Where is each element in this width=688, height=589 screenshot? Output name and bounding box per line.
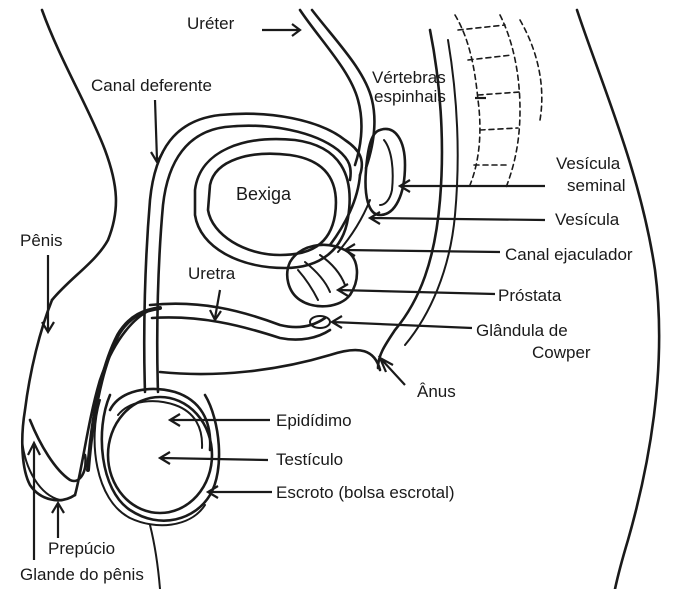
arrow-canal-ejaculador [345, 244, 500, 256]
testis [108, 397, 212, 513]
label-prostata: Próstata [498, 286, 561, 306]
label-testiculo: Testículo [276, 450, 343, 470]
foreskin-outline [22, 440, 60, 500]
arrow-ureter [262, 24, 300, 36]
ureter-inner [312, 10, 374, 168]
label-anus: Ânus [417, 382, 456, 402]
label-bexiga: Bexiga [236, 184, 291, 204]
spine-front [455, 15, 480, 185]
arrow-anus [380, 358, 405, 385]
prostate-detail [298, 255, 345, 300]
arrow-prepucio [52, 503, 64, 538]
label-glande: Glande do pênis [20, 565, 144, 585]
label-ureter: Uréter [187, 14, 234, 34]
vertebra-1 [458, 25, 505, 30]
label-escroto: Escroto (bolsa escrotal) [276, 483, 455, 503]
arrow-glande [28, 443, 40, 560]
label-vesicula-seminal-1: Vesícula [556, 154, 620, 174]
arrow-vesicula-seminal [400, 180, 545, 192]
arrow-uretra [210, 290, 221, 320]
label-epididimo: Epidídimo [276, 411, 352, 431]
bladder [208, 154, 336, 255]
arrow-escroto [208, 486, 272, 498]
pelvic-floor [160, 350, 380, 374]
scrotum-skin [95, 400, 205, 525]
seminal-vesicle-inner [380, 140, 393, 205]
arrow-testiculo [160, 452, 268, 464]
label-vesicula-seminal-2: seminal [567, 176, 626, 196]
label-prepucio: Prepúcio [48, 539, 115, 559]
label-vesicula: Vesícula [555, 210, 619, 230]
label-penis: Pênis [20, 231, 63, 251]
label-glandula-2: Cowper [532, 343, 591, 363]
urethra [150, 304, 325, 327]
vertebra-2 [468, 55, 512, 60]
label-uretra: Uretra [188, 264, 235, 284]
body-back-outline [577, 10, 659, 589]
label-vertebras-1: Vértebras [372, 68, 446, 88]
label-glandula-1: Glândula de [476, 321, 568, 341]
label-canal-deferente: Canal deferente [91, 76, 212, 96]
scrotum-tail [150, 525, 160, 589]
arrow-vesicula [370, 212, 545, 224]
arrow-epididimo [170, 414, 270, 426]
label-canal-ejaculador: Canal ejaculador [505, 245, 633, 265]
abdomen-outline [42, 10, 116, 300]
label-vertebras-2: espinhais [374, 87, 446, 107]
spine-back [500, 15, 520, 190]
prostate [287, 245, 357, 306]
urethra-lower [152, 317, 330, 339]
vertebra-4 [480, 128, 518, 130]
vertebra-3 [478, 92, 520, 95]
spine-back-2 [520, 20, 542, 120]
